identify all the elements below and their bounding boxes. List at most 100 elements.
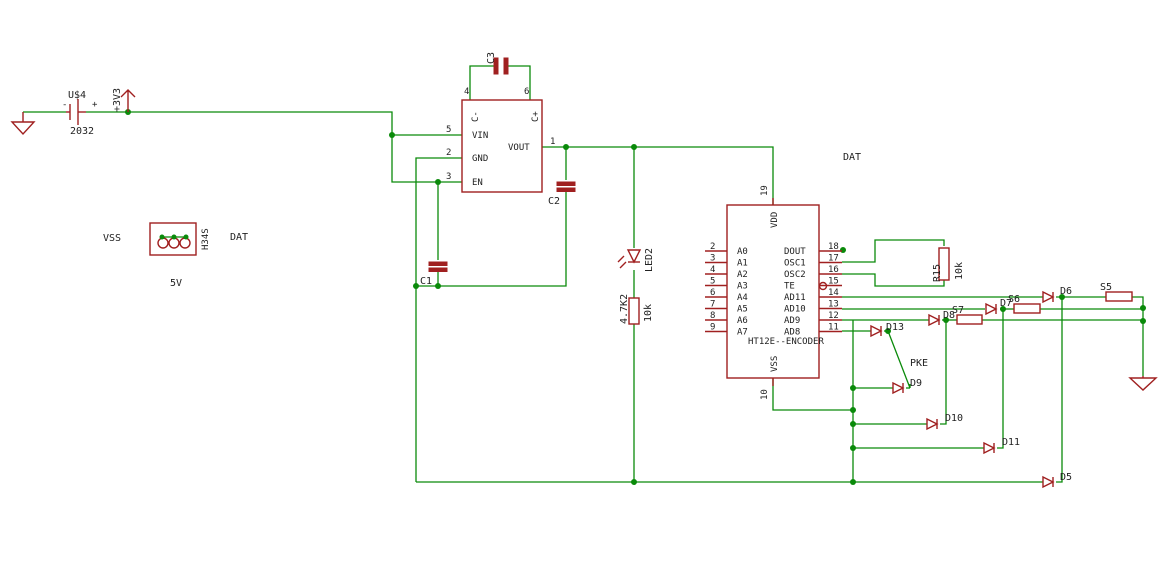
svg-text:D13: D13 <box>886 322 904 333</box>
battery-label: U$4 <box>68 90 86 101</box>
ic3-pin-number: 7 <box>710 300 715 310</box>
ic3-pin-name: OSC2 <box>784 270 806 280</box>
ic3-pin-number: 17 <box>828 254 839 264</box>
svg-text:D9: D9 <box>910 378 922 389</box>
ic3-part-name: HT12E--ENCODER <box>748 337 824 347</box>
svg-text:GND: GND <box>472 154 488 164</box>
ic3-pin-name: AD10 <box>784 305 806 315</box>
svg-text:VDD: VDD <box>770 212 780 228</box>
ground-symbol-right <box>1128 376 1158 391</box>
ic3-pin-name: A5 <box>737 305 748 315</box>
battery-value: 2032 <box>70 126 94 137</box>
svg-text:5: 5 <box>446 125 451 135</box>
ic3-pin-name: A7 <box>737 328 748 338</box>
resistor-r15: R15 10k <box>932 247 965 282</box>
regulator: VIN GND EN VOUT C- C+ 5 2 3 1 4 6 <box>446 87 555 193</box>
resistor-4k7: 4.7K2 10k <box>619 294 654 325</box>
ic3-pin-name: A4 <box>737 293 748 303</box>
switch-s5: S5 <box>1100 282 1133 302</box>
svg-text:6: 6 <box>524 87 529 97</box>
ic3-pin-number: 4 <box>710 265 715 275</box>
svg-text:C+: C+ <box>531 111 541 122</box>
diode-d5: D5 <box>1042 472 1072 489</box>
svg-text:R15: R15 <box>932 264 943 282</box>
ground-symbol-left <box>10 112 36 136</box>
net-5v-label: 5V <box>170 278 182 289</box>
svg-text:D6: D6 <box>1060 286 1072 297</box>
wires <box>23 65 1144 483</box>
svg-text:VSS: VSS <box>770 356 780 372</box>
connector-label: H34S <box>201 228 211 250</box>
svg-text:1: 1 <box>550 137 555 147</box>
ic3-pin-name: A3 <box>737 282 748 292</box>
net-dat-label-left: DAT <box>230 232 248 243</box>
diode-d6: D6 <box>1042 286 1072 304</box>
ic3-pin-name: OSC1 <box>784 259 806 269</box>
net-vss-label: VSS <box>103 233 121 244</box>
capacitor-c2: C2 <box>548 181 576 207</box>
supply-label: +3V3 <box>112 88 123 112</box>
capacitor-c1: C1 <box>420 261 448 287</box>
ic3-pin-number: 8 <box>710 311 715 321</box>
ic3-pin-number: 6 <box>710 288 715 298</box>
svg-text:D11: D11 <box>1002 437 1020 448</box>
ic3-pin-number: 15 <box>828 277 839 287</box>
diode-d13: D13 <box>870 322 904 338</box>
ic3-pin-name: AD9 <box>784 316 800 326</box>
junctions <box>125 109 1146 485</box>
svg-text:S6: S6 <box>1008 294 1020 305</box>
net-dat-label-top: DAT <box>843 152 861 163</box>
svg-text:D5: D5 <box>1060 472 1072 483</box>
diode-d9: D9 <box>892 378 922 395</box>
ic3-pin-name: AD11 <box>784 293 806 303</box>
led-led2: LED2 <box>617 248 655 272</box>
ic3-pin-number: 9 <box>710 323 715 333</box>
diode-d7: D7 <box>985 298 1012 316</box>
ic3-pin-number: 5 <box>710 277 715 287</box>
switch-s6: S6 <box>1008 294 1041 314</box>
ic3-pin-name: A2 <box>737 270 748 280</box>
diode-d11: D11 <box>983 437 1020 455</box>
ic3-right-pins: 18DOUT17OSC116OSC215TE14AD1113AD1012AD91… <box>784 242 842 338</box>
ic3-pin-number: 16 <box>828 265 839 275</box>
svg-text:-: - <box>62 100 67 110</box>
diode-d10: D10 <box>926 413 963 431</box>
svg-text:VOUT: VOUT <box>508 143 530 153</box>
svg-text:C2: C2 <box>548 196 560 207</box>
ic3-pin-number: 11 <box>828 323 839 333</box>
battery-us4: U$4 2032 - + <box>62 90 98 137</box>
svg-text:C-: C- <box>471 111 481 122</box>
svg-text:2: 2 <box>446 148 451 158</box>
ic3-pin-number: 12 <box>828 311 839 321</box>
ic3-pin-name: A0 <box>737 247 748 257</box>
ic3-pin-number: 18 <box>828 242 839 252</box>
svg-text:+: + <box>92 100 98 110</box>
svg-text:10k: 10k <box>954 262 965 280</box>
svg-text:10k: 10k <box>643 304 654 322</box>
ic3-pin-number: 13 <box>828 300 839 310</box>
svg-text:LED2: LED2 <box>644 248 655 272</box>
svg-text:C1: C1 <box>420 276 432 287</box>
svg-text:3: 3 <box>446 172 451 182</box>
supply-3v3: +3V3 <box>112 88 136 112</box>
svg-text:EN: EN <box>472 178 483 188</box>
ic3-pin-name: TE <box>784 282 795 292</box>
svg-text:4.7K2: 4.7K2 <box>619 294 630 324</box>
svg-text:10: 10 <box>760 389 770 400</box>
switch-s7: S7 <box>952 305 983 325</box>
ic3-pin-name: A6 <box>737 316 748 326</box>
diode-d8: D8 <box>928 310 955 327</box>
net-pke-label: PKE <box>910 358 928 369</box>
svg-text:S5: S5 <box>1100 282 1112 293</box>
capacitor-c3: C3 <box>486 52 509 75</box>
svg-text:D10: D10 <box>945 413 963 424</box>
svg-text:4: 4 <box>464 87 469 97</box>
ic3-pin-name: DOUT <box>784 247 806 257</box>
svg-text:19: 19 <box>760 185 770 196</box>
svg-text:C3: C3 <box>486 52 497 64</box>
svg-text:D7: D7 <box>1000 298 1012 309</box>
svg-text:VIN: VIN <box>472 131 488 141</box>
